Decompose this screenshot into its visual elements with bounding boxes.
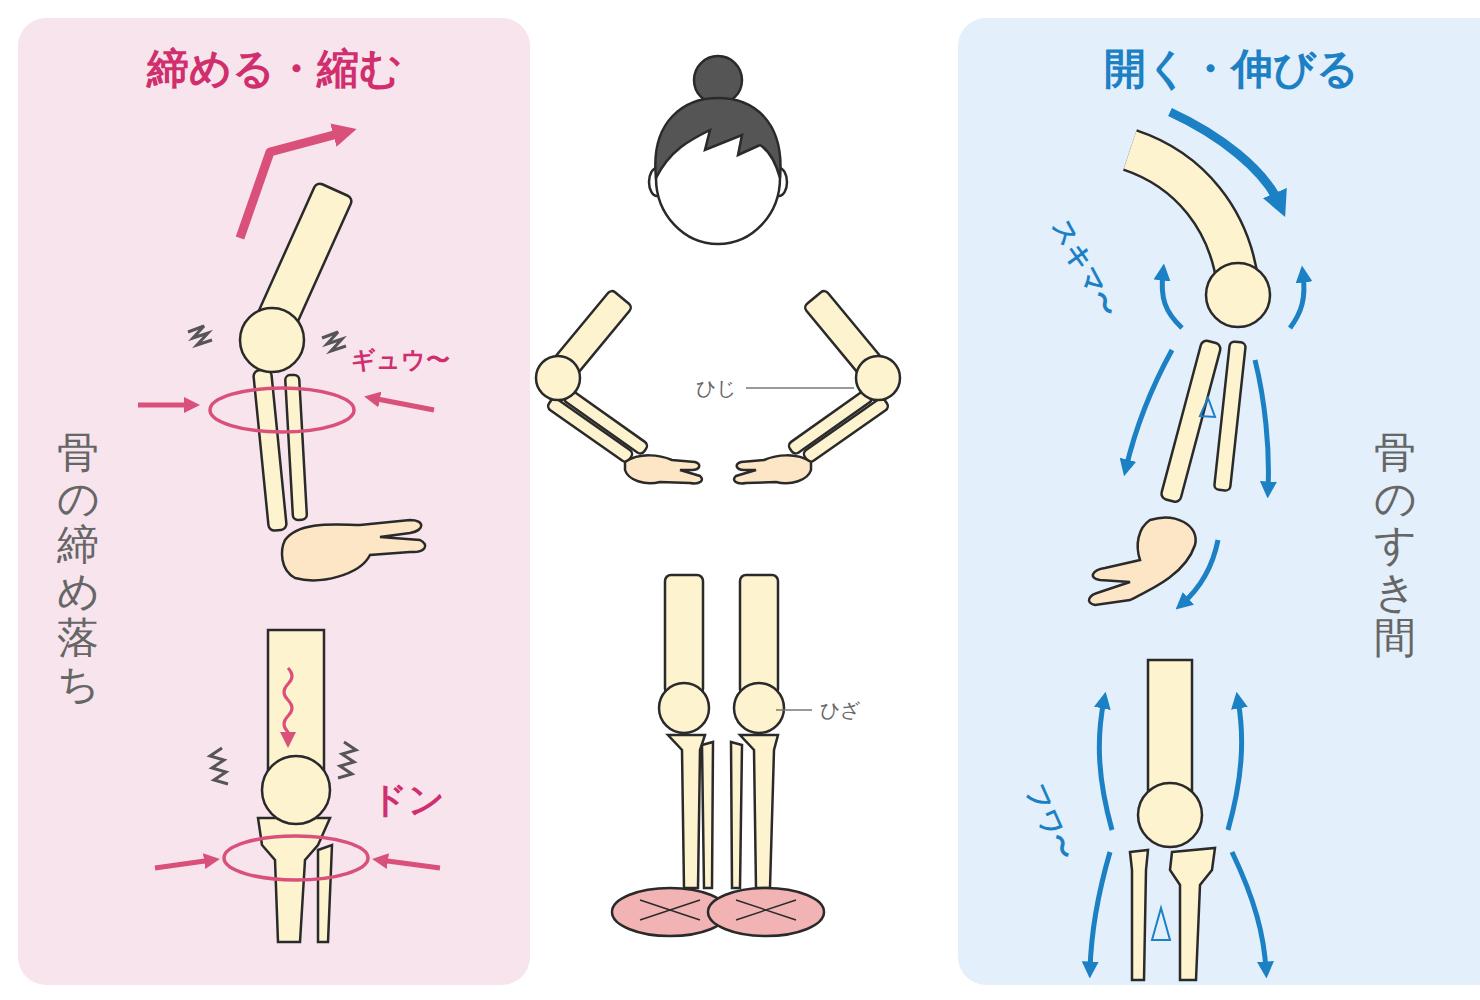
bent-arm	[240, 182, 425, 580]
compressed-knee	[258, 630, 332, 942]
sound-word: ギュウ〜	[351, 347, 450, 373]
fibula	[702, 742, 713, 888]
squiggle	[338, 742, 356, 778]
elbow-joint	[856, 356, 900, 400]
expand-arrow	[1090, 852, 1110, 970]
panel-band: 開く・伸びる骨のすき間	[958, 18, 1480, 985]
motion-arrow	[240, 132, 345, 238]
knee-joint	[1138, 783, 1202, 847]
expand-arrow	[1255, 360, 1268, 490]
squiggle	[322, 332, 346, 351]
squiggle	[210, 748, 228, 784]
vertical-caption: 骨の締め落ち	[57, 430, 99, 707]
leader-line	[776, 709, 812, 711]
squiggle	[188, 326, 212, 345]
squeeze-ring	[210, 388, 354, 432]
knee-joint	[262, 756, 330, 824]
part-label: ひじ	[696, 377, 736, 399]
gap-symbol	[1200, 398, 1215, 417]
vertical-caption: 骨のすき間	[1374, 430, 1416, 661]
shoe-strap	[736, 900, 796, 920]
hair	[655, 98, 780, 178]
forearm-bone	[253, 369, 287, 531]
forearm-bone	[1214, 341, 1246, 491]
expand-arrow	[1228, 700, 1242, 830]
tibia	[668, 735, 705, 888]
knee-joint	[734, 683, 784, 733]
fibula	[731, 742, 742, 888]
panel-heading: 締める・縮む	[18, 18, 530, 94]
figure-arm	[536, 289, 702, 483]
expand-arrow	[1126, 350, 1172, 468]
expand-arrow	[1182, 540, 1218, 604]
motion-arrow	[1170, 112, 1280, 205]
figure-legs	[612, 575, 824, 936]
sound-word: ドン	[371, 780, 445, 820]
shoe-strap	[640, 900, 700, 920]
expand-arrow	[1290, 274, 1304, 328]
hand	[625, 455, 702, 483]
expand-arrow	[1232, 852, 1266, 970]
pressure-arrow	[284, 668, 292, 740]
gap-symbol	[1152, 908, 1170, 940]
fibula	[318, 845, 332, 942]
squeeze-arrow	[380, 860, 440, 868]
expand-arrow	[1162, 272, 1182, 328]
hand	[734, 455, 811, 483]
femur	[665, 575, 703, 695]
squeeze-arrow	[138, 403, 192, 408]
open-arm	[1089, 150, 1270, 605]
forearm-bone	[562, 389, 649, 456]
forearm-bone	[285, 375, 307, 521]
part-label: ひざ	[820, 699, 860, 721]
femur	[740, 575, 778, 695]
upper-arm-bone	[1130, 150, 1238, 285]
elbow-joint	[536, 356, 580, 400]
squeeze-ring	[224, 836, 368, 880]
ballet-shoe	[708, 888, 824, 936]
upper-arm-bone	[1130, 150, 1238, 285]
squeeze-arrow	[372, 398, 434, 410]
expand-arrow	[1099, 700, 1112, 830]
tibia	[740, 735, 778, 888]
elbow-joint	[1206, 263, 1270, 327]
hand	[282, 520, 425, 580]
leader-line	[746, 387, 854, 389]
elbow-joint	[240, 308, 304, 372]
squeeze-arrow	[155, 860, 212, 868]
open-knee	[1130, 660, 1215, 980]
tibia	[1170, 848, 1215, 980]
forearm-bone	[1160, 339, 1221, 503]
fibula	[1130, 850, 1148, 980]
forearm-bone	[787, 389, 874, 456]
hand	[1089, 518, 1196, 605]
panel-heading: 開く・伸びる	[958, 18, 1480, 94]
figure-head	[649, 56, 787, 244]
femur	[1148, 660, 1192, 790]
figure-arm	[734, 289, 900, 483]
knee-joint	[659, 683, 709, 733]
